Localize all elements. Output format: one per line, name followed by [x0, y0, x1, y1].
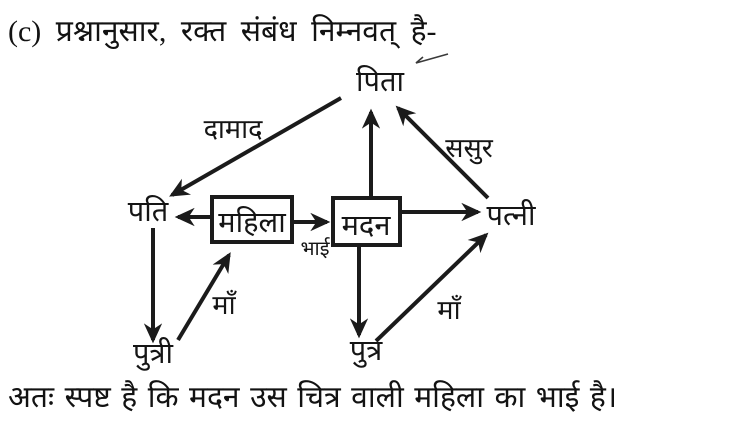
node-son: पुत्र: [350, 335, 383, 368]
node-woman: महिला: [218, 206, 286, 239]
arrow-son-to-wife: [374, 232, 489, 343]
arrow-father-to-husband: [169, 96, 342, 197]
edge-label-son-in-law: दामाद: [204, 114, 263, 144]
stray-pen-mark: [415, 53, 449, 64]
edge-label-mother-left: माँ: [212, 289, 237, 320]
node-madan: मदन: [342, 210, 392, 242]
node-husband: पति: [128, 195, 169, 228]
arrow-wife-to-father: [395, 105, 490, 200]
woman-node-box: [210, 195, 294, 244]
madan-node-box: [331, 196, 402, 247]
node-wife: पत्नी: [487, 199, 536, 232]
edge-label-father-in-law: ससुर: [445, 133, 494, 165]
node-daughter: पुत्री: [133, 337, 173, 371]
arrow-daughter-to-woman: [176, 252, 231, 342]
intro-text: (c) प्रश्नानुसार, रक्त संबंध निम्नवत् है…: [8, 15, 437, 48]
conclusion-text: अतः स्पष्ट है कि मदन उस चित्र वाली महिला…: [8, 381, 618, 414]
node-father: पिता: [356, 65, 405, 98]
edge-label-mother-right: माँ: [437, 294, 462, 325]
blood-relation-diagram: पिता पति महिला मदन पत्नी पुत्री पुत्र दा…: [128, 53, 536, 371]
edge-label-brother: भाई: [300, 237, 330, 260]
